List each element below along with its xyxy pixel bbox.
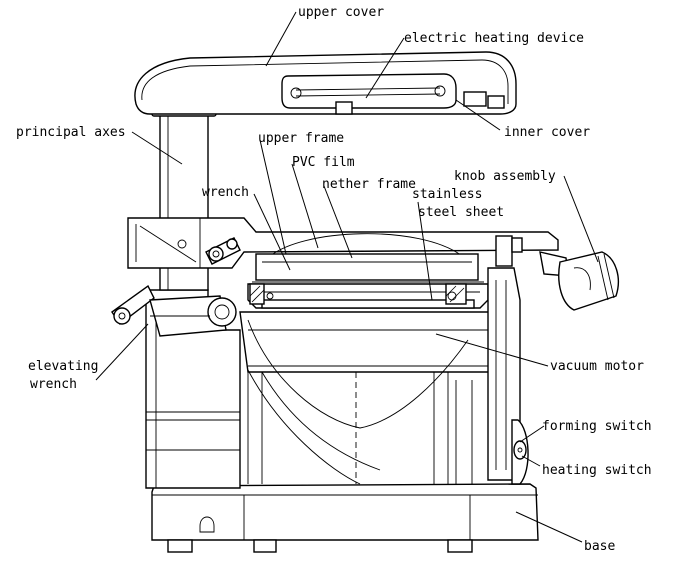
elevating-wrench-linkage — [111, 284, 237, 337]
label-vacuum-motor: vacuum motor — [550, 359, 644, 374]
label-principal-axes: principal axes — [16, 125, 126, 140]
upper-cover-assembly — [134, 51, 517, 115]
label-forming-switch: forming switch — [542, 419, 652, 434]
label-electric-heating-device: electric heating device — [404, 31, 584, 46]
label-pvc-film: PVC film — [292, 155, 355, 170]
labels: upper cover electric heating device inne… — [16, 5, 652, 554]
label-stainless-steel-sheet-line1: stainless — [412, 187, 482, 202]
wrench-linkage — [205, 237, 241, 265]
label-upper-cover: upper cover — [298, 5, 384, 20]
frames-and-film — [247, 233, 489, 309]
switch-panel — [511, 419, 529, 485]
label-nether-frame: nether frame — [322, 177, 416, 192]
label-wrench: wrench — [202, 185, 249, 200]
label-elevating-wrench-line2: wrench — [30, 377, 77, 392]
label-knob-assembly: knob assembly — [454, 169, 556, 184]
label-inner-cover: inner cover — [504, 125, 590, 140]
label-stainless-steel-sheet-line2: steel sheet — [418, 205, 504, 220]
leader-lines — [95, 11, 599, 543]
knob-assembly — [539, 251, 620, 311]
label-heating-switch: heating switch — [542, 463, 652, 478]
label-elevating-wrench-line1: elevating — [28, 359, 98, 374]
label-upper-frame: upper frame — [258, 131, 344, 146]
label-base: base — [584, 539, 615, 554]
horizontal-arm — [127, 217, 559, 269]
base-unit — [151, 483, 539, 553]
